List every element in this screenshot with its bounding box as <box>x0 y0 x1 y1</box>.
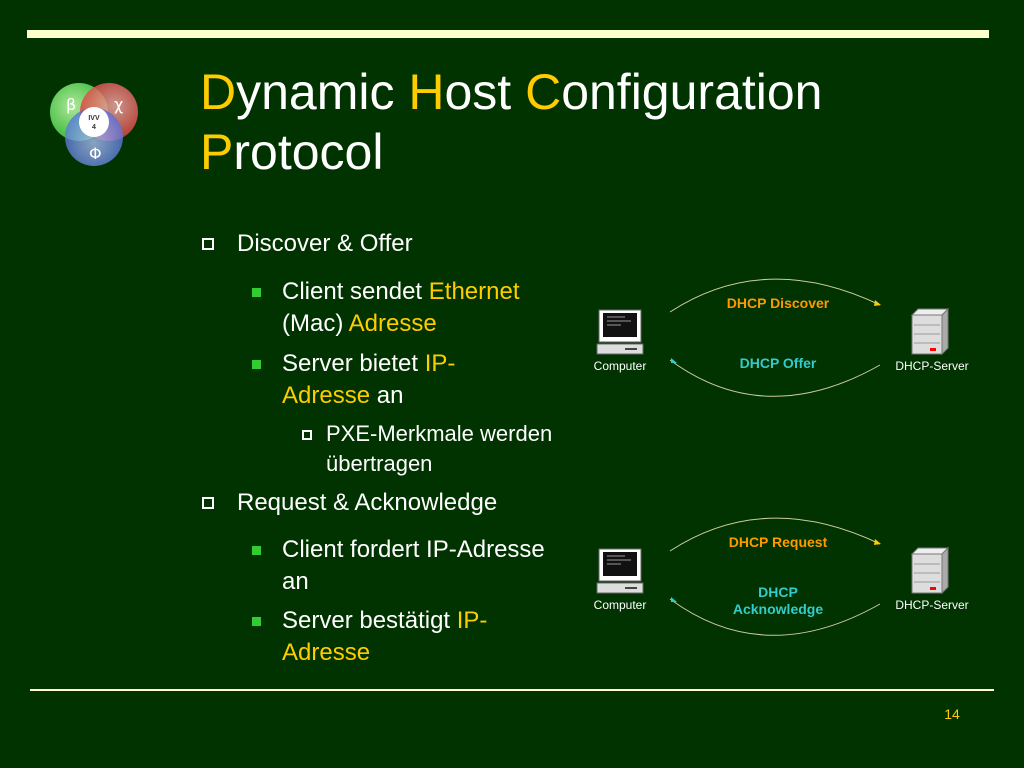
top-rule <box>27 30 989 38</box>
server-icon <box>910 546 950 595</box>
slide-title: Dynamic Host Configuration Protocol <box>200 62 823 182</box>
title-line-1: Dynamic Host Configuration <box>200 64 823 120</box>
outgoing-arc <box>669 517 881 552</box>
computer-label: Computer <box>593 598 647 612</box>
green-square-bullet-icon <box>252 360 261 369</box>
message-acknowledge: DHCP Acknowledge <box>732 584 824 617</box>
message-discover: DHCP Discover <box>726 295 830 311</box>
arrowhead-right-icon <box>874 539 881 545</box>
outgoing-arc <box>669 278 881 313</box>
computer-icon <box>596 309 644 355</box>
message-request: DHCP Request <box>728 534 828 550</box>
ivv-logo: β χ Φ IVV 4 <box>46 80 142 170</box>
hollow-square-bullet-icon <box>202 497 214 509</box>
computer-label: Computer <box>593 359 647 373</box>
svg-text:Φ: Φ <box>89 144 102 163</box>
arrowhead-left-icon <box>671 597 677 602</box>
dhcp-diagram-request-acknowledge: Computer DHCP-Server DHCP Request DHCP A… <box>585 509 985 649</box>
hollow-square-bullet-icon <box>202 238 214 250</box>
incoming-arc <box>669 598 881 636</box>
venn-logo-icon: β χ Φ IVV 4 <box>50 83 138 166</box>
arrowhead-left-icon <box>671 358 677 363</box>
green-square-bullet-icon <box>252 617 261 626</box>
computer-icon <box>596 548 644 594</box>
server-icon <box>910 307 950 356</box>
green-square-bullet-icon <box>252 546 261 555</box>
hollow-square-bullet-icon <box>302 430 312 440</box>
incoming-arc <box>669 359 881 397</box>
svg-text:IVV: IVV <box>88 115 100 122</box>
green-square-bullet-icon <box>252 288 261 297</box>
svg-text:4: 4 <box>92 124 96 131</box>
server-label: DHCP-Server <box>895 359 969 373</box>
arrowhead-right-icon <box>874 300 881 306</box>
server-label: DHCP-Server <box>895 598 969 612</box>
page-number: 14 <box>944 706 960 722</box>
svg-text:χ: χ <box>114 95 123 114</box>
title-line-2: Protocol <box>200 124 384 180</box>
svg-text:β: β <box>66 95 76 114</box>
bottom-rule <box>30 689 994 691</box>
dhcp-diagram-discover-offer: Computer DHCP-Server DHCP Discover DHCP … <box>585 270 985 410</box>
message-offer: DHCP Offer <box>739 355 817 371</box>
